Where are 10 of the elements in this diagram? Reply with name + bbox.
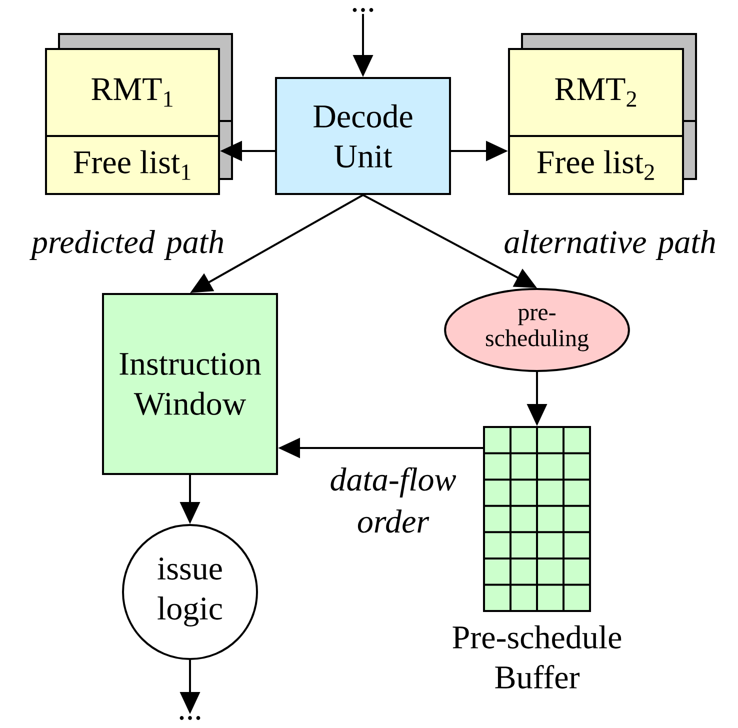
- ellipsis-text: ...: [352, 8, 374, 12]
- edge-label: data-flow order: [330, 467, 456, 533]
- ellipsis-text: ...: [180, 716, 200, 720]
- node-label: Pre-schedule Buffer: [452, 625, 622, 689]
- edge-label: predicted path: [30, 230, 224, 260]
- table-box: RMT$_{2}$ Free list$_{2}$: [508, 33, 697, 195]
- process-box: Instruction Window: [102, 293, 278, 475]
- process-box: Decode Unit: [275, 77, 451, 195]
- table-box: RMT$_{1}$ Free list$_{1}$: [45, 33, 233, 195]
- edge-label: alternative path: [504, 230, 715, 260]
